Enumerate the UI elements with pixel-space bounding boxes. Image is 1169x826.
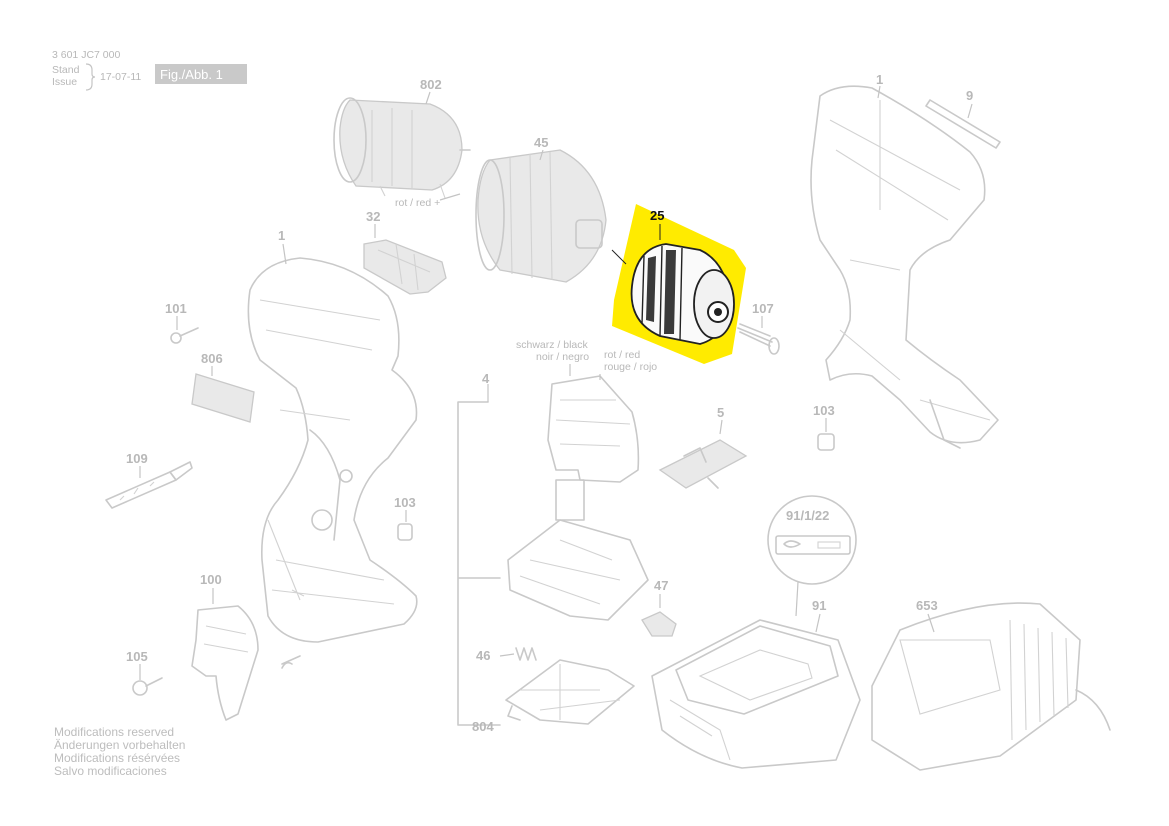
part-label-45: 45 (534, 135, 548, 150)
part-label-91: 91 (812, 598, 826, 613)
screw-105 (132, 664, 163, 696)
doc-header: 3 601 JC7 000 Stand Issue 17-07-11 Fig./… (52, 49, 247, 91)
part-label-5: 5 (717, 405, 724, 420)
part-47 (641, 594, 677, 637)
spring-46 (499, 647, 537, 661)
part-label-9: 9 (966, 88, 973, 103)
switch-4 (457, 375, 649, 726)
part-label-100: 100 (200, 572, 222, 587)
part-label-806: 806 (201, 351, 223, 366)
bit-109 (105, 461, 193, 509)
part-label-103-right: 103 (813, 403, 835, 418)
belt-clip-100 (191, 588, 301, 721)
wire-label-rot-red: rot / red (604, 349, 640, 361)
motor-802 (333, 91, 471, 199)
part-label-4: 4 (482, 371, 490, 386)
fig-label: Fig./Abb. 1 (160, 67, 223, 82)
footer-line-3: Modifications résérvées (54, 751, 180, 765)
part-label-109: 109 (126, 451, 148, 466)
doc-number: 3 601 JC7 000 (52, 49, 120, 61)
housing-right-1 (810, 85, 999, 449)
wire-label-schwarz-black: schwarz / black (516, 339, 589, 351)
wire-label-rouge-rojo: rouge / rojo (604, 361, 657, 373)
label-806 (191, 366, 255, 423)
contact-plate-804 (505, 659, 635, 725)
screw-101 (170, 316, 199, 344)
part-label-804: 804 (472, 719, 494, 734)
footer-line-1: Modifications reserved (54, 725, 174, 739)
issue-label: Issue (52, 76, 77, 88)
date-text: 17-07-11 (100, 71, 141, 83)
part-label-101: 101 (165, 301, 187, 316)
footer-line-4: Salvo modificaciones (54, 764, 167, 778)
part-label-1-left: 1 (278, 228, 285, 243)
callout-91-1-22 (767, 495, 857, 617)
nut-103-right (817, 418, 835, 451)
gearbox-45 (475, 149, 607, 283)
part-label-103-left: 103 (394, 495, 416, 510)
part-label-105: 105 (126, 649, 148, 664)
part-32 (363, 224, 447, 295)
part-label-25: 25 (650, 208, 664, 223)
battery-91 (651, 613, 861, 769)
fig-label-box (155, 64, 247, 84)
stand-label: Stand (52, 64, 80, 76)
part-label-107: 107 (752, 301, 774, 316)
part-label-46: 46 (476, 648, 490, 663)
wire-label-rot-red-plus: rot / red + (395, 197, 440, 209)
wire-label-noir-negro: noir / negro (536, 351, 589, 363)
part-label-653: 653 (916, 598, 938, 613)
nut-103-left (397, 510, 413, 541)
slider-5 (658, 419, 748, 489)
housing-left-1 (247, 243, 418, 643)
label-9 (925, 99, 1001, 149)
screw-107 (737, 316, 780, 355)
footer-line-2: Änderungen vorbehalten (54, 738, 185, 752)
part-label-47: 47 (654, 578, 668, 593)
part-label-91-1-22: 91/1/22 (786, 508, 829, 523)
part-label-32: 32 (366, 209, 380, 224)
part-label-1-right: 1 (876, 72, 883, 87)
chuck-25-highlight: 25 (611, 204, 746, 364)
charger-653 (871, 602, 1111, 771)
part-label-802: 802 (420, 77, 442, 92)
footer-notes: Modifications reserved Änderungen vorbeh… (54, 725, 185, 778)
header-brace (85, 63, 96, 91)
